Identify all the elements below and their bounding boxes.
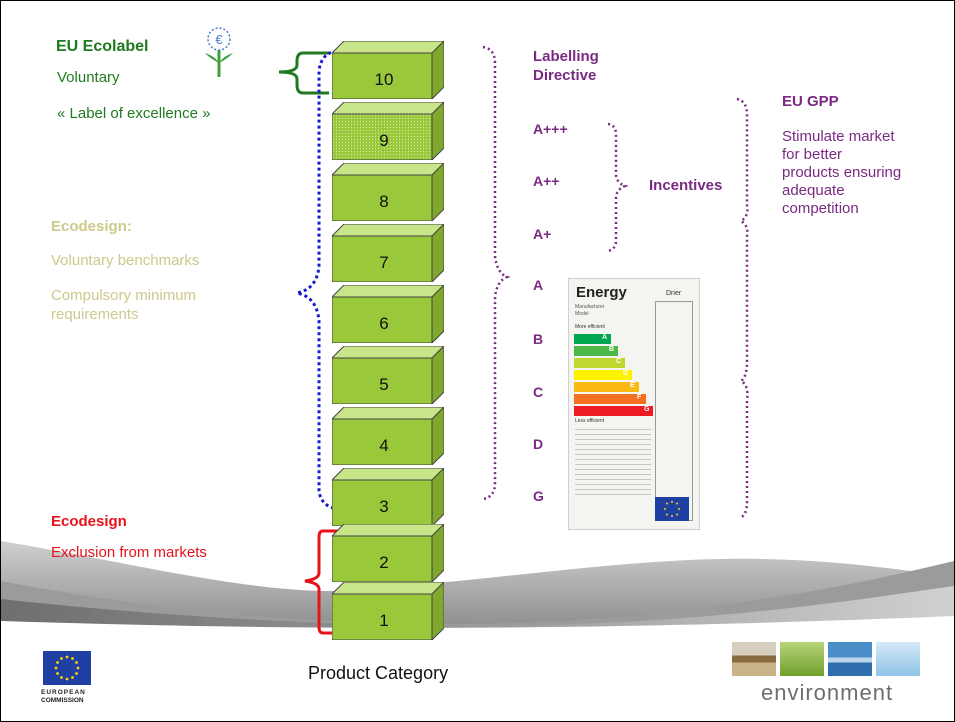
energy-bar-c <box>574 358 625 368</box>
exclusion-brace <box>304 529 339 635</box>
gpp-title: EU GPP <box>782 93 839 110</box>
energy-bar-d <box>574 370 632 380</box>
category-box-6: 6 <box>332 285 444 343</box>
ecodesign-brace <box>296 49 338 511</box>
ecolabel-brace <box>278 51 329 95</box>
environment-logo-text: environment <box>761 680 894 705</box>
level-a-plus-1: A+ <box>533 226 552 242</box>
incentives-brace <box>607 122 629 253</box>
ecodesign-compulsory-line1: Compulsory minimum <box>51 287 197 304</box>
gpp-line3: products ensuring <box>782 164 902 181</box>
category-number-10: 10 <box>374 70 394 89</box>
level-g: G <box>533 488 544 504</box>
category-box-2: 2 <box>332 524 444 582</box>
energy-label-right-column <box>655 301 693 521</box>
energy-bar-letter-b: B <box>609 346 615 353</box>
energy-label-more-efficient: More efficient <box>575 324 605 330</box>
energy-bar-f <box>574 394 646 404</box>
ecodesign-exclusion: Exclusion from markets <box>51 544 207 561</box>
level-a-plus-2: A++ <box>533 173 560 189</box>
svg-text:€: € <box>215 32 223 47</box>
level-c: C <box>533 384 544 400</box>
level-d: D <box>533 436 544 452</box>
gpp-line2: for better <box>782 146 843 163</box>
env-tile-land-icon <box>732 642 776 676</box>
ec-logo: EUROPEAN COMMISSION <box>41 651 93 711</box>
env-tile-plant-icon <box>780 642 824 676</box>
ecolabel-excellence: « Label of excellence » <box>57 105 211 122</box>
energy-bar-letter-e: E <box>630 382 635 389</box>
labelling-title-line2: Directive <box>533 67 597 84</box>
gpp-brace <box>736 97 749 519</box>
energy-bar-letter-d: D <box>623 370 629 377</box>
energy-bar-letter-f: F <box>637 394 642 401</box>
env-tile-water-icon <box>828 642 872 676</box>
level-a: A <box>533 277 544 293</box>
wave-decoration <box>1 541 954 661</box>
ecodesign-compulsory-line2: requirements <box>51 306 139 323</box>
environment-logo: environment <box>729 642 944 712</box>
eu-flag-icon <box>655 497 689 521</box>
category-number-7: 7 <box>379 253 389 272</box>
category-number-5: 5 <box>379 375 389 394</box>
energy-label-manufacturer: Manufacturer <box>575 304 605 310</box>
category-box-5: 5 <box>332 346 444 404</box>
category-number-9: 9 <box>379 131 389 150</box>
energy-bar-e <box>574 382 639 392</box>
energy-bar-letter-g: G <box>644 406 650 413</box>
gpp-line5: competition <box>782 200 859 217</box>
ecolabel-title: EU Ecolabel <box>56 38 149 55</box>
gpp-line4: adequate <box>782 182 845 199</box>
product-category-label: Product Category <box>308 663 449 683</box>
energy-bar-letter-c: C <box>616 358 622 365</box>
category-box-7: 7 <box>332 224 444 282</box>
ec-flag-icon <box>43 651 91 685</box>
energy-label-model: Model <box>575 311 589 317</box>
energy-label-title: Energy <box>576 284 627 301</box>
ecolabel-voluntary: Voluntary <box>57 69 120 86</box>
level-a-plus-3: A+++ <box>533 121 568 137</box>
level-b: B <box>533 331 544 347</box>
energy-bar-b <box>574 346 618 356</box>
ecodesign-voluntary-benchmarks: Voluntary benchmarks <box>51 252 200 269</box>
ecodesign-lower-title: Ecodesign <box>51 513 127 530</box>
energy-label-less-efficient: Less efficient <box>575 418 605 424</box>
category-number-8: 8 <box>379 192 389 211</box>
labelling-title-line1: Labelling <box>533 48 599 65</box>
category-number-3: 3 <box>379 497 389 516</box>
category-number-1: 1 <box>379 611 389 630</box>
category-box-9: 9 <box>332 102 444 160</box>
category-box-4: 4 <box>332 407 444 465</box>
ec-logo-line2: COMMISSION <box>41 697 84 704</box>
energy-label: Energy Drier Manufacturer Model More eff… <box>568 278 700 530</box>
ec-logo-line1: EUROPEAN <box>41 689 86 696</box>
category-box-8: 8 <box>332 163 444 221</box>
category-number-6: 6 <box>379 314 389 333</box>
energy-bar-g <box>574 406 653 416</box>
category-number-4: 4 <box>379 436 389 455</box>
category-box-3: 3 <box>332 468 444 526</box>
incentives-label: Incentives <box>649 177 723 194</box>
energy-label-fineprint <box>575 429 651 499</box>
category-box-10: 10 <box>332 41 444 99</box>
gpp-line1: Stimulate market <box>782 128 895 145</box>
labelling-brace <box>482 45 511 501</box>
category-box-1: 1 <box>332 582 444 640</box>
env-tile-sky-icon <box>876 642 920 676</box>
energy-bar-letter-a: A <box>602 334 608 341</box>
category-number-2: 2 <box>379 553 389 572</box>
ecodesign-upper-title: Ecodesign: <box>51 218 132 235</box>
energy-label-drier: Drier <box>666 290 682 297</box>
energy-bar-a <box>574 334 611 344</box>
ecolabel-flower-icon: € <box>205 27 233 77</box>
